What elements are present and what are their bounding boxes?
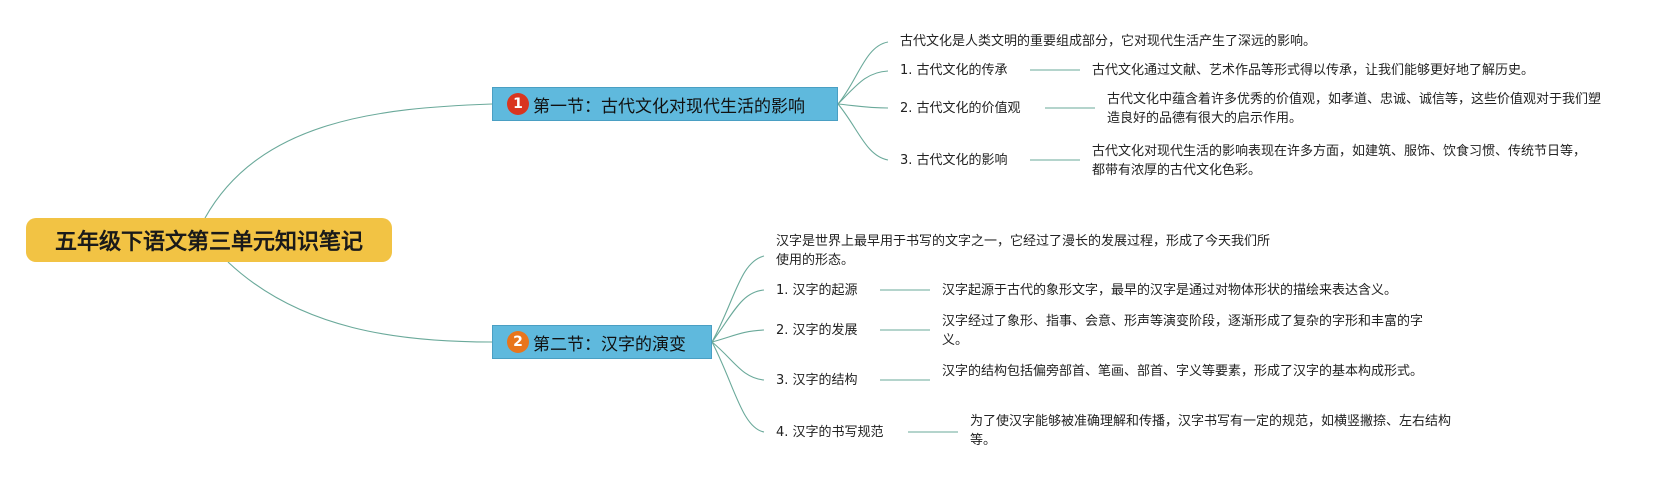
section-2-item-4-label[interactable]: 4. 汉字的书写规范 (776, 425, 884, 440)
section-1-item-3-detail[interactable]: 古代文化对现代生活的影响表现在许多方面，如建筑、服饰、饮食习惯、传统节日等，都带… (1092, 144, 1587, 178)
section-2-item-1-label[interactable]: 1. 汉字的起源 (776, 283, 858, 298)
edge-s2-item-1 (711, 289, 765, 343)
section-1-title: 第一节：古代文化对现代生活的影响 (533, 96, 805, 117)
edge-s2-item-4 (711, 341, 765, 433)
edge-s1-item-1 (837, 70, 889, 105)
section-2-intro[interactable]: 汉字是世界上最早用于书写的文字之一，它经过了漫长的发展过程，形成了今天我们所使用… (776, 234, 1271, 268)
section-1-item-1-label[interactable]: 1. 古代文化的传承 (900, 63, 1008, 78)
edge-s2-item-2 (711, 329, 765, 343)
edge-root-section-2 (227, 261, 493, 343)
section-2-item-2-detail[interactable]: 汉字经过了象形、指事、会意、形声等演变阶段，逐渐形成了复杂的字形和丰富的字义。 (942, 314, 1424, 348)
section-2-title: 第二节：汉字的演变 (533, 334, 686, 355)
section-1-item-1-detail[interactable]: 古代文化通过文献、艺术作品等形式得以传承，让我们能够更好地了解历史。 (1092, 63, 1535, 78)
edge-root-section-1 (204, 103, 493, 219)
section-2-item-1-detail[interactable]: 汉字起源于古代的象形文字，最早的汉字是通过对物体形状的描绘来表达含义。 (942, 283, 1398, 298)
section-1-number-badge: 1 (507, 93, 529, 115)
edge-s2-item-3 (711, 341, 765, 381)
section-2-number-badge: 2 (507, 331, 529, 353)
section-1-item-2-detail[interactable]: 古代文化中蕴含着许多优秀的价值观，如孝道、忠诚、诚信等，这些价值观对于我们塑造良… (1107, 92, 1602, 126)
section-2-item-4-detail[interactable]: 为了使汉字能够被准确理解和传播，汉字书写有一定的规范，如横竖撇捺、左右结构等。 (970, 414, 1452, 448)
edge-s1-item-2 (837, 103, 889, 109)
section-2-topic[interactable]: 2 第二节：汉字的演变 (492, 325, 712, 359)
edge-s2-intro (711, 255, 765, 343)
section-2-item-3-detail[interactable]: 汉字的结构包括偏旁部首、笔画、部首、字义等要素，形成了汉字的基本构成形式。 (942, 364, 1424, 379)
section-1-topic[interactable]: 1 第一节：古代文化对现代生活的影响 (492, 87, 838, 121)
root-topic[interactable]: 五年级下语文第三单元知识笔记 (26, 218, 392, 262)
root-topic-label: 五年级下语文第三单元知识笔记 (54, 230, 363, 255)
section-1-item-3-label[interactable]: 3. 古代文化的影响 (900, 153, 1008, 168)
section-2-item-2-label[interactable]: 2. 汉字的发展 (776, 323, 858, 338)
section-1-item-2-label[interactable]: 2. 古代文化的价值观 (900, 101, 1021, 116)
edge-s1-intro (837, 41, 889, 105)
edge-s1-item-3 (837, 103, 889, 161)
section-2-item-3-label[interactable]: 3. 汉字的结构 (776, 373, 858, 388)
section-1-intro[interactable]: 古代文化是人类文明的重要组成部分，它对现代生活产生了深远的影响。 (900, 34, 1317, 49)
